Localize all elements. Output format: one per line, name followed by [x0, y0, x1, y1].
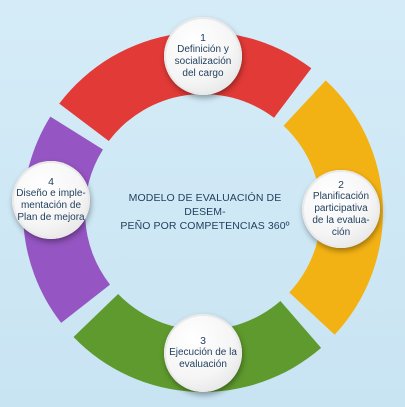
step-number: 2	[338, 179, 344, 191]
step-node-3: 3 Ejecución de la evaluación	[164, 314, 242, 392]
step-number: 4	[48, 176, 54, 188]
center-title: MODELO DE EVALUACIÓN DE DESEM- PEÑO POR …	[120, 192, 290, 232]
step-label: Definición y socialización del cargo	[174, 44, 232, 79]
step-node-1: 1 Definición y socialización del cargo	[164, 17, 242, 95]
step-number: 3	[200, 335, 206, 347]
step-label: Diseño e imple- mentación de Plan de mej…	[16, 188, 86, 223]
step-node-2: 2 Planificación participativa de la eval…	[302, 170, 380, 248]
step-node-4: 4 Diseño e imple- mentación de Plan de m…	[12, 161, 90, 239]
step-label: Planificación participativa de la evalua…	[312, 191, 370, 238]
step-number: 1	[200, 32, 206, 44]
step-label: Ejecución de la evaluación	[169, 347, 237, 370]
